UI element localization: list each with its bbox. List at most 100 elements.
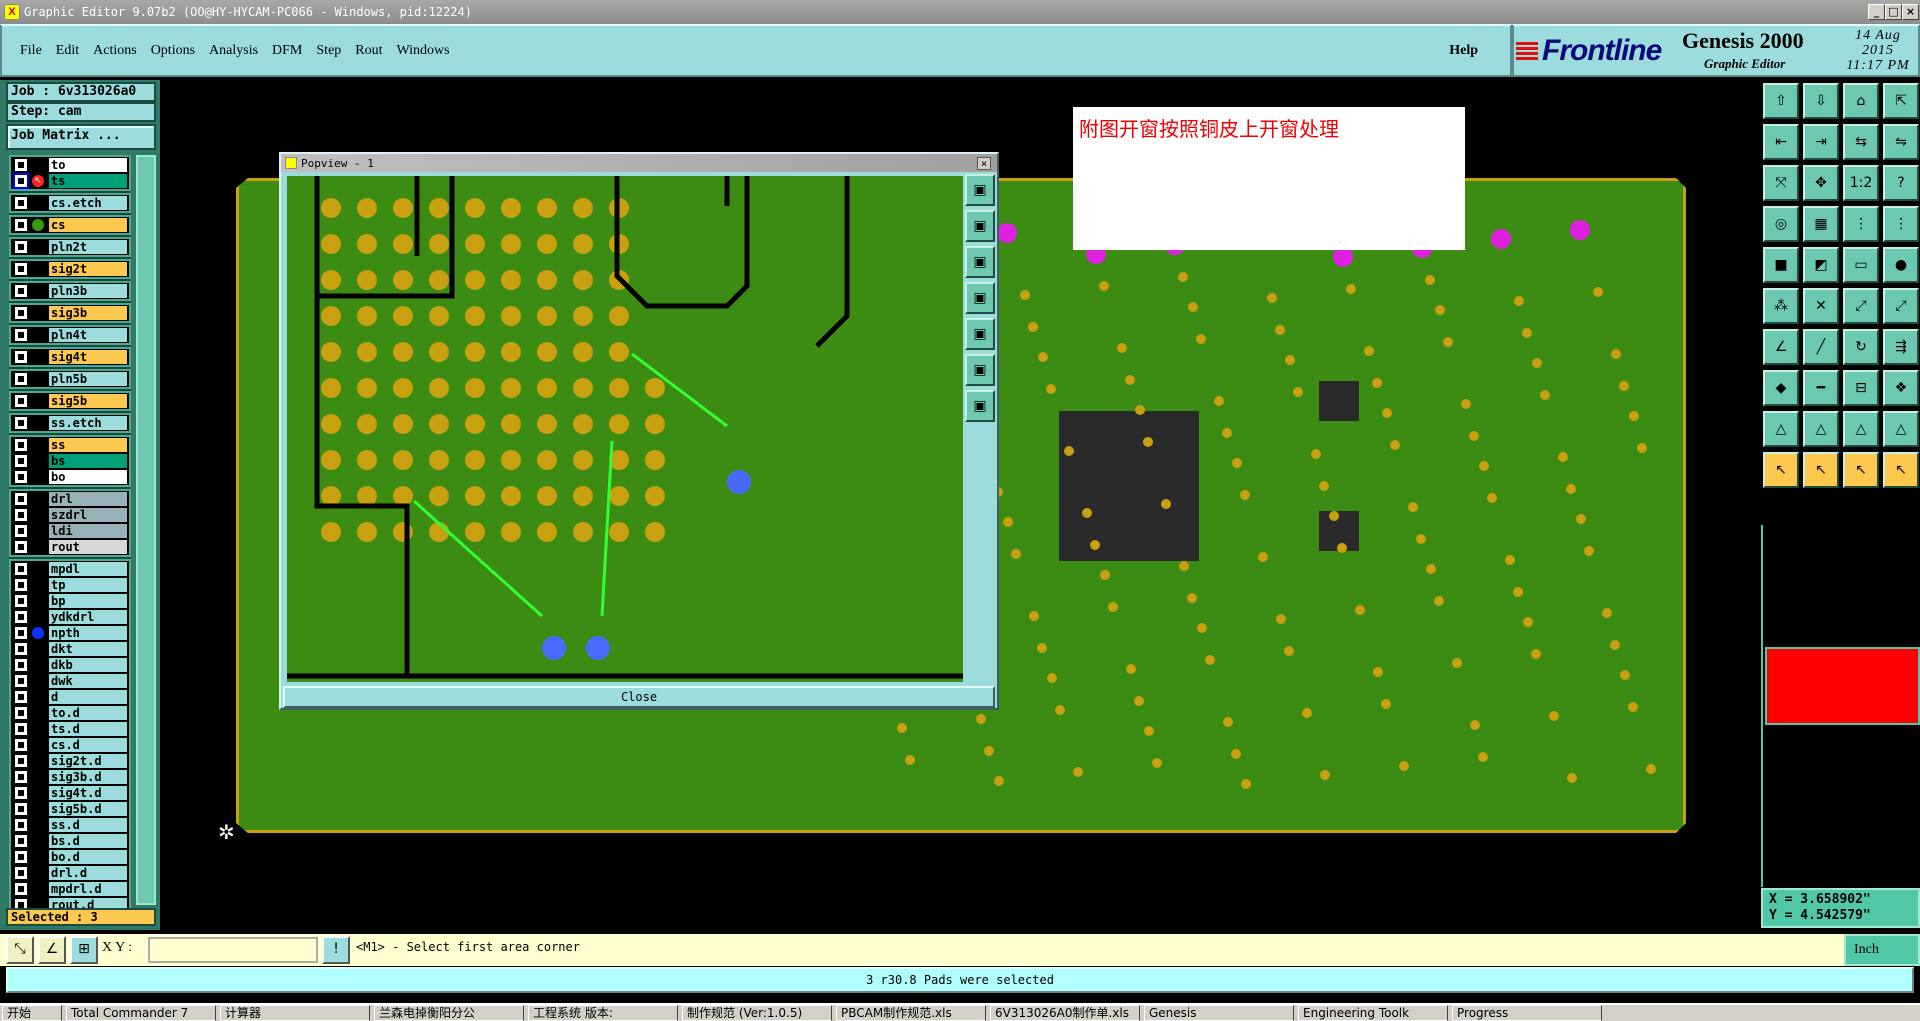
layer-row[interactable]: sig2t.d [11, 753, 129, 769]
layer-row[interactable]: mpdl [11, 561, 129, 577]
taskbar-item[interactable]: 兰森电掉衡阳分公 [374, 1005, 524, 1021]
layer-row[interactable]: ↖ts [11, 173, 129, 189]
layer-row[interactable]: cs [11, 217, 129, 233]
layer-row[interactable]: cs.etch [11, 195, 129, 211]
popview-close-button[interactable]: Close [283, 686, 995, 708]
layer-row[interactable]: bo [11, 469, 129, 485]
layer-row[interactable]: cs.d [11, 737, 129, 753]
tool-button-icon[interactable]: ⇥ [1803, 124, 1839, 160]
tool-button-icon[interactable]: ⤧ [1763, 165, 1799, 201]
tool-button-icon[interactable]: ⤢ [1843, 288, 1879, 324]
layer-row[interactable]: ldi [11, 523, 129, 539]
tool-button-icon[interactable]: ∠ [1763, 329, 1799, 365]
popview-tool-icon[interactable]: ▣ [965, 318, 995, 350]
overview-viewport[interactable] [1765, 647, 1920, 725]
start-button[interactable]: 开始 [2, 1005, 62, 1021]
layer-row[interactable]: dkb [11, 657, 129, 673]
menu-rout[interactable]: Rout [355, 42, 383, 58]
tool-button-icon[interactable]: ◆ [1763, 370, 1799, 406]
tool-button-icon[interactable]: ⇱ [1883, 83, 1919, 119]
layer-row[interactable]: pln2t [11, 239, 129, 255]
tool-button-icon[interactable]: ⌂ [1843, 83, 1879, 119]
taskbar-item[interactable]: Progress [1452, 1005, 1602, 1021]
layer-row[interactable]: drl [11, 491, 129, 507]
layer-row[interactable]: to [11, 157, 129, 173]
tool-button-icon[interactable]: ↖ [1803, 452, 1839, 488]
popview-tool-icon[interactable]: ▣ [965, 390, 995, 422]
layer-row[interactable]: bs [11, 453, 129, 469]
layer-checkbox[interactable] [15, 373, 27, 385]
popview-canvas[interactable] [287, 176, 963, 682]
layer-row[interactable]: bs.d [11, 833, 129, 849]
tool-button-icon[interactable]: ▭ [1843, 247, 1879, 283]
layer-checkbox[interactable] [15, 579, 27, 591]
tool-button-icon[interactable]: ⋮ [1843, 206, 1879, 242]
info-icon[interactable]: ! [322, 936, 350, 964]
layer-row[interactable]: ydkdrl [11, 609, 129, 625]
popview-tool-icon[interactable]: ▣ [965, 246, 995, 278]
menu-edit[interactable]: Edit [55, 42, 80, 58]
grid-icon[interactable]: ⊞ [70, 936, 98, 964]
menu-actions[interactable]: Actions [93, 42, 137, 58]
taskbar-item[interactable]: 制作规范 (Ver:1.0.5) [682, 1005, 832, 1021]
layer-checkbox[interactable] [15, 563, 27, 575]
taskbar-item[interactable]: Genesis [1144, 1005, 1294, 1021]
layer-row[interactable]: ss.etch [11, 415, 129, 431]
layer-checkbox[interactable] [15, 471, 27, 483]
layer-row[interactable]: npth [11, 625, 129, 641]
layer-checkbox[interactable] [15, 197, 27, 209]
menu-analysis[interactable]: Analysis [209, 42, 259, 58]
tool-button-icon[interactable]: ⇩ [1803, 83, 1839, 119]
job-matrix-button[interactable]: Job Matrix ... [6, 124, 156, 150]
menu-file[interactable]: File [20, 42, 42, 58]
layer-checkbox[interactable] [15, 509, 27, 521]
units-dropdown[interactable]: Inch [1844, 934, 1920, 966]
taskbar-item[interactable]: 6V313026A0制作单.xls [990, 1005, 1140, 1021]
tool-button-icon[interactable]: ? [1883, 165, 1919, 201]
layer-checkbox[interactable] [15, 739, 27, 751]
layer-row[interactable]: to.d [11, 705, 129, 721]
layer-checkbox[interactable] [15, 851, 27, 863]
tool-button-icon[interactable]: ✥ [1803, 165, 1839, 201]
tool-button-icon[interactable]: △ [1803, 411, 1839, 447]
layer-row[interactable]: tp [11, 577, 129, 593]
layer-checkbox[interactable] [15, 867, 27, 879]
layer-row[interactable]: pln4t [11, 327, 129, 343]
tool-button-icon[interactable]: ⋮ [1883, 206, 1919, 242]
layer-checkbox[interactable] [15, 819, 27, 831]
layer-checkbox[interactable] [15, 329, 27, 341]
layer-checkbox[interactable] [15, 883, 27, 895]
menu-windows[interactable]: Windows [396, 42, 450, 58]
taskbar-item[interactable]: 工程系统 版本: [528, 1005, 678, 1021]
snap-icon[interactable]: ⤡ [6, 936, 34, 964]
layer-checkbox[interactable] [15, 241, 27, 253]
layer-checkbox[interactable] [15, 659, 27, 671]
layer-row[interactable]: drl.d [11, 865, 129, 881]
maximize-button[interactable]: □ [1885, 4, 1902, 20]
layer-checkbox[interactable] [15, 541, 27, 553]
tool-button-icon[interactable]: ▦ [1803, 206, 1839, 242]
xy-input[interactable] [148, 937, 318, 963]
popview-tool-icon[interactable]: ▣ [965, 282, 995, 314]
layer-row[interactable]: sig3b [11, 305, 129, 321]
layer-row[interactable]: pln3b [11, 283, 129, 299]
tool-button-icon[interactable]: ✕ [1803, 288, 1839, 324]
close-button[interactable]: × [1902, 4, 1919, 20]
menu-help[interactable]: Help [1449, 42, 1478, 58]
layer-checkbox[interactable] [15, 707, 27, 719]
tool-button-icon[interactable]: △ [1843, 411, 1879, 447]
tool-button-icon[interactable]: ⇶ [1883, 329, 1919, 365]
layer-row[interactable]: ss [11, 437, 129, 453]
minimize-button[interactable]: _ [1868, 4, 1885, 20]
layer-checkbox[interactable] [15, 835, 27, 847]
layer-row[interactable]: sig5b.d [11, 801, 129, 817]
layer-checkbox[interactable] [15, 755, 27, 767]
taskbar-item[interactable]: PBCAM制作规范.xls [836, 1005, 986, 1021]
layer-checkbox[interactable] [15, 307, 27, 319]
tool-button-icon[interactable]: ⇆ [1843, 124, 1879, 160]
tool-button-icon[interactable]: △ [1763, 411, 1799, 447]
tool-button-icon[interactable]: ⇋ [1883, 124, 1919, 160]
layer-row[interactable]: sig4t [11, 349, 129, 365]
layer-checkbox[interactable] [15, 627, 27, 639]
menu-step[interactable]: Step [316, 42, 342, 58]
